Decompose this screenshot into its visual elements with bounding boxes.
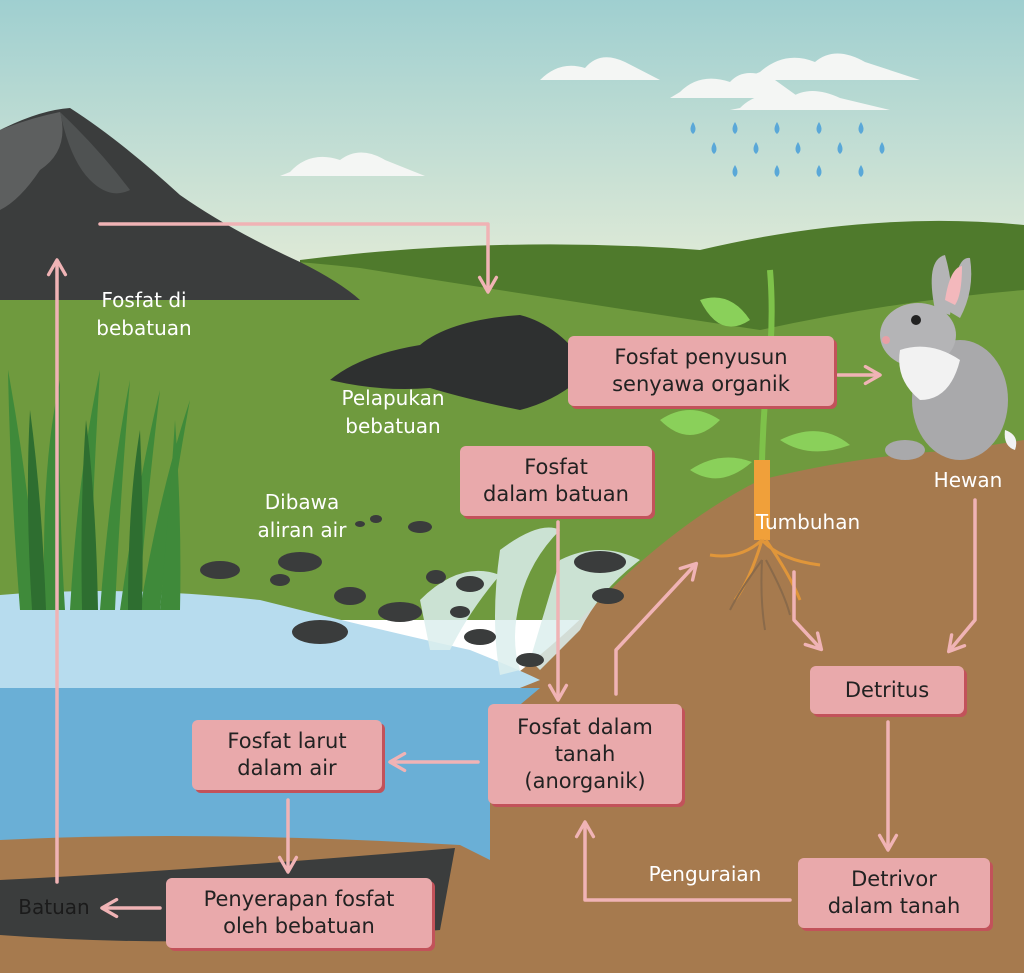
box-organic-phosphate: Fosfat penyusun senyawa organik — [568, 336, 834, 406]
box-detritus: Detritus — [810, 666, 964, 714]
label-carried-by-water: Dibawa aliran air — [257, 490, 347, 542]
label-rock-phosphate: Fosfat di bebatuan — [96, 288, 192, 340]
box-soil-phosphate: Fosfat dalam tanah (anorganik) — [488, 704, 682, 804]
label-stone: Batuan — [18, 895, 90, 919]
arrow-decomposition — [574, 820, 792, 902]
arrow-soil-to-plant — [614, 561, 699, 696]
box-detritivore: Detrivor dalam tanah — [798, 858, 990, 928]
arrow-plant-to-detritus — [792, 570, 824, 652]
pebbles — [200, 515, 626, 667]
rain-drops-icon — [690, 122, 885, 177]
label-decomposition: Penguraian — [648, 862, 762, 886]
arrow-animal-to-detritus — [946, 498, 977, 654]
arrow-rock-to-weathering — [98, 222, 499, 294]
box-phosphate-in-rock: Fosfat dalam batuan — [460, 446, 652, 516]
label-plant: Tumbuhan — [755, 510, 861, 534]
rabbit-icon — [880, 255, 1017, 460]
box-dissolved-phosphate: Fosfat larut dalam air — [192, 720, 382, 790]
cloud-icon — [280, 53, 920, 176]
label-animal: Hewan — [933, 468, 1003, 492]
weathered-rock — [330, 315, 590, 410]
box-absorption: Penyerapan fosfat oleh bebatuan — [166, 878, 432, 948]
label-weathering: Pelapukan bebatuan — [341, 386, 445, 438]
